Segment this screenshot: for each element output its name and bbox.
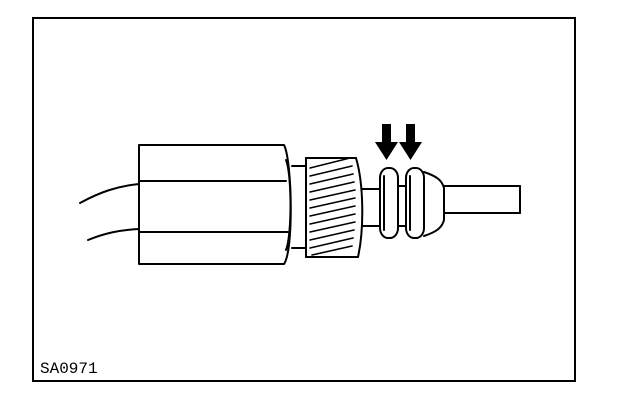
- thread-end: [355, 157, 364, 258]
- down-arrow-icon: [375, 124, 398, 160]
- figure-code: SA0971: [40, 360, 98, 378]
- hex-nut-chamfer: [285, 159, 292, 251]
- down-arrow-icon: [399, 124, 422, 160]
- figure-frame: [32, 17, 576, 382]
- pipe-left-upper: [79, 183, 140, 204]
- o-ring-second: [405, 167, 425, 239]
- hex-nut: [138, 144, 292, 265]
- o-ring-first: [379, 167, 399, 239]
- thread-lines: [309, 157, 356, 256]
- tube-flare: [423, 171, 445, 237]
- pipe-left-lower: [87, 228, 140, 241]
